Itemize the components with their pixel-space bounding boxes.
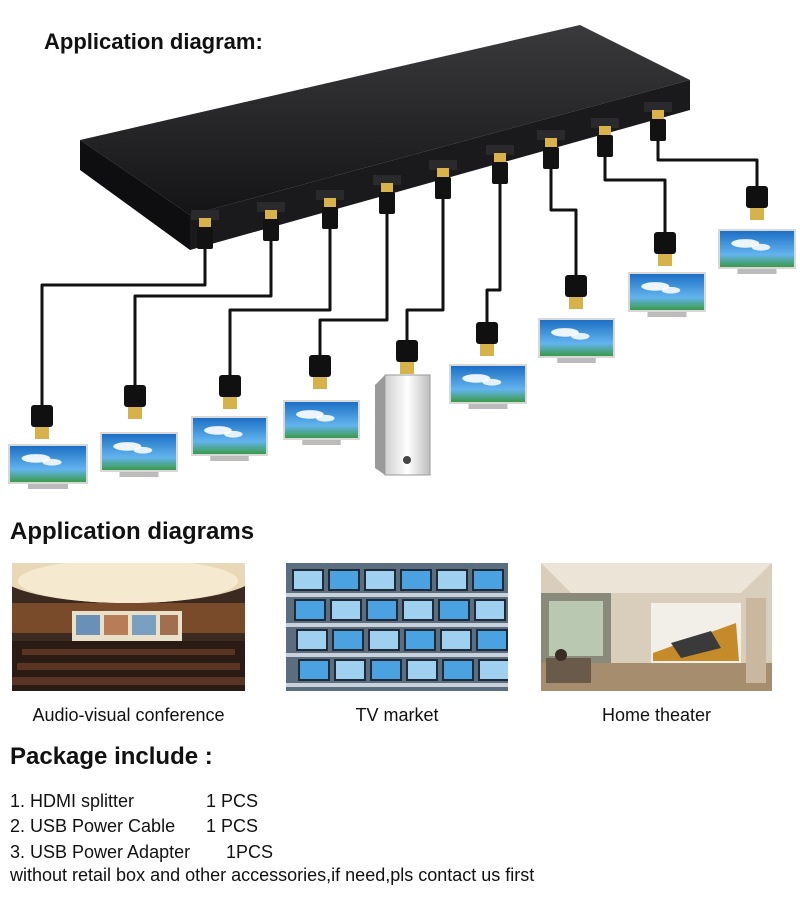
- hdmi-cable: [405, 199, 445, 340]
- hdmi-port-connector: [191, 210, 219, 249]
- hdmi-ports: [191, 102, 672, 249]
- hdmi-plug-icon: [219, 375, 241, 409]
- package-line-1: 1. HDMI splitter 1 PCS: [10, 791, 258, 812]
- tv-monitor-icon: [538, 318, 615, 363]
- hdmi-cable: [318, 214, 389, 355]
- hdmi-plug-icon: [746, 186, 768, 220]
- caption-conference: Audio-visual conference: [32, 705, 225, 725]
- caption-home-theater: Home theater: [601, 705, 712, 725]
- hdmi-port-connector: [316, 190, 344, 229]
- hdmi-cable: [603, 157, 667, 232]
- hdmi-cable: [485, 184, 502, 322]
- hdmi-cable: [549, 169, 578, 275]
- tv-monitor-icon: [283, 400, 360, 445]
- package-item-qty: 1PCS: [226, 842, 274, 862]
- tv-monitor-icon: [449, 364, 527, 409]
- tv-monitor-icon: [8, 444, 88, 489]
- package-item-name: 3. USB Power Adapter: [10, 842, 191, 862]
- conference-photo: [12, 563, 245, 691]
- hdmi-cable: [656, 141, 759, 186]
- diagram-title: Application diagram:: [44, 29, 263, 54]
- package-line-2: 2. USB Power Cable 1 PCS: [10, 816, 258, 837]
- hdmi-port-connector: [591, 118, 619, 157]
- hdmi-port-connector: [537, 130, 565, 169]
- home-theater-photo: [541, 563, 772, 691]
- tv-monitor-icon: [100, 432, 178, 477]
- hdmi-cables: [31, 141, 768, 439]
- hdmi-port-connector: [486, 145, 514, 184]
- hdmi-port-connector: [373, 175, 401, 214]
- tv-monitor-icon: [718, 229, 796, 274]
- package-line-3: 3. USB Power Adapter 1PCS: [10, 842, 273, 863]
- tv-monitor-icon: [628, 272, 706, 317]
- applications-title: Application diagrams: [10, 518, 255, 545]
- hdmi-plug-icon: [124, 385, 146, 419]
- hdmi-plug-icon: [654, 232, 676, 266]
- package-title: Package include :: [10, 743, 213, 770]
- hdmi-cable: [40, 249, 207, 405]
- hdmi-port-connector: [257, 202, 285, 241]
- package-item-qty: 1 PCS: [206, 791, 259, 811]
- hdmi-plug-icon: [396, 340, 418, 374]
- hdmi-plug-icon: [476, 322, 498, 356]
- splitter-diagram: [8, 25, 796, 489]
- hdmi-port-connector: [429, 160, 457, 199]
- package-item-qty: 1 PCS: [206, 816, 259, 836]
- caption-tv-market: TV market: [355, 705, 439, 725]
- package-note: without retail box and other accessories…: [10, 865, 535, 885]
- display-monitors: [8, 229, 796, 489]
- package-item-name: 1. HDMI splitter: [10, 791, 135, 811]
- tv-monitor-icon: [191, 416, 268, 461]
- tv-market-photo: [286, 563, 508, 691]
- hdmi-plug-icon: [31, 405, 53, 439]
- pc-tower-icon: [375, 374, 431, 476]
- hdmi-plug-icon: [565, 275, 587, 309]
- package-item-name: 2. USB Power Cable: [10, 816, 176, 836]
- hdmi-plug-icon: [309, 355, 331, 389]
- hdmi-cable: [228, 229, 332, 375]
- hdmi-port-connector: [644, 102, 672, 141]
- hdmi-cable: [133, 241, 273, 385]
